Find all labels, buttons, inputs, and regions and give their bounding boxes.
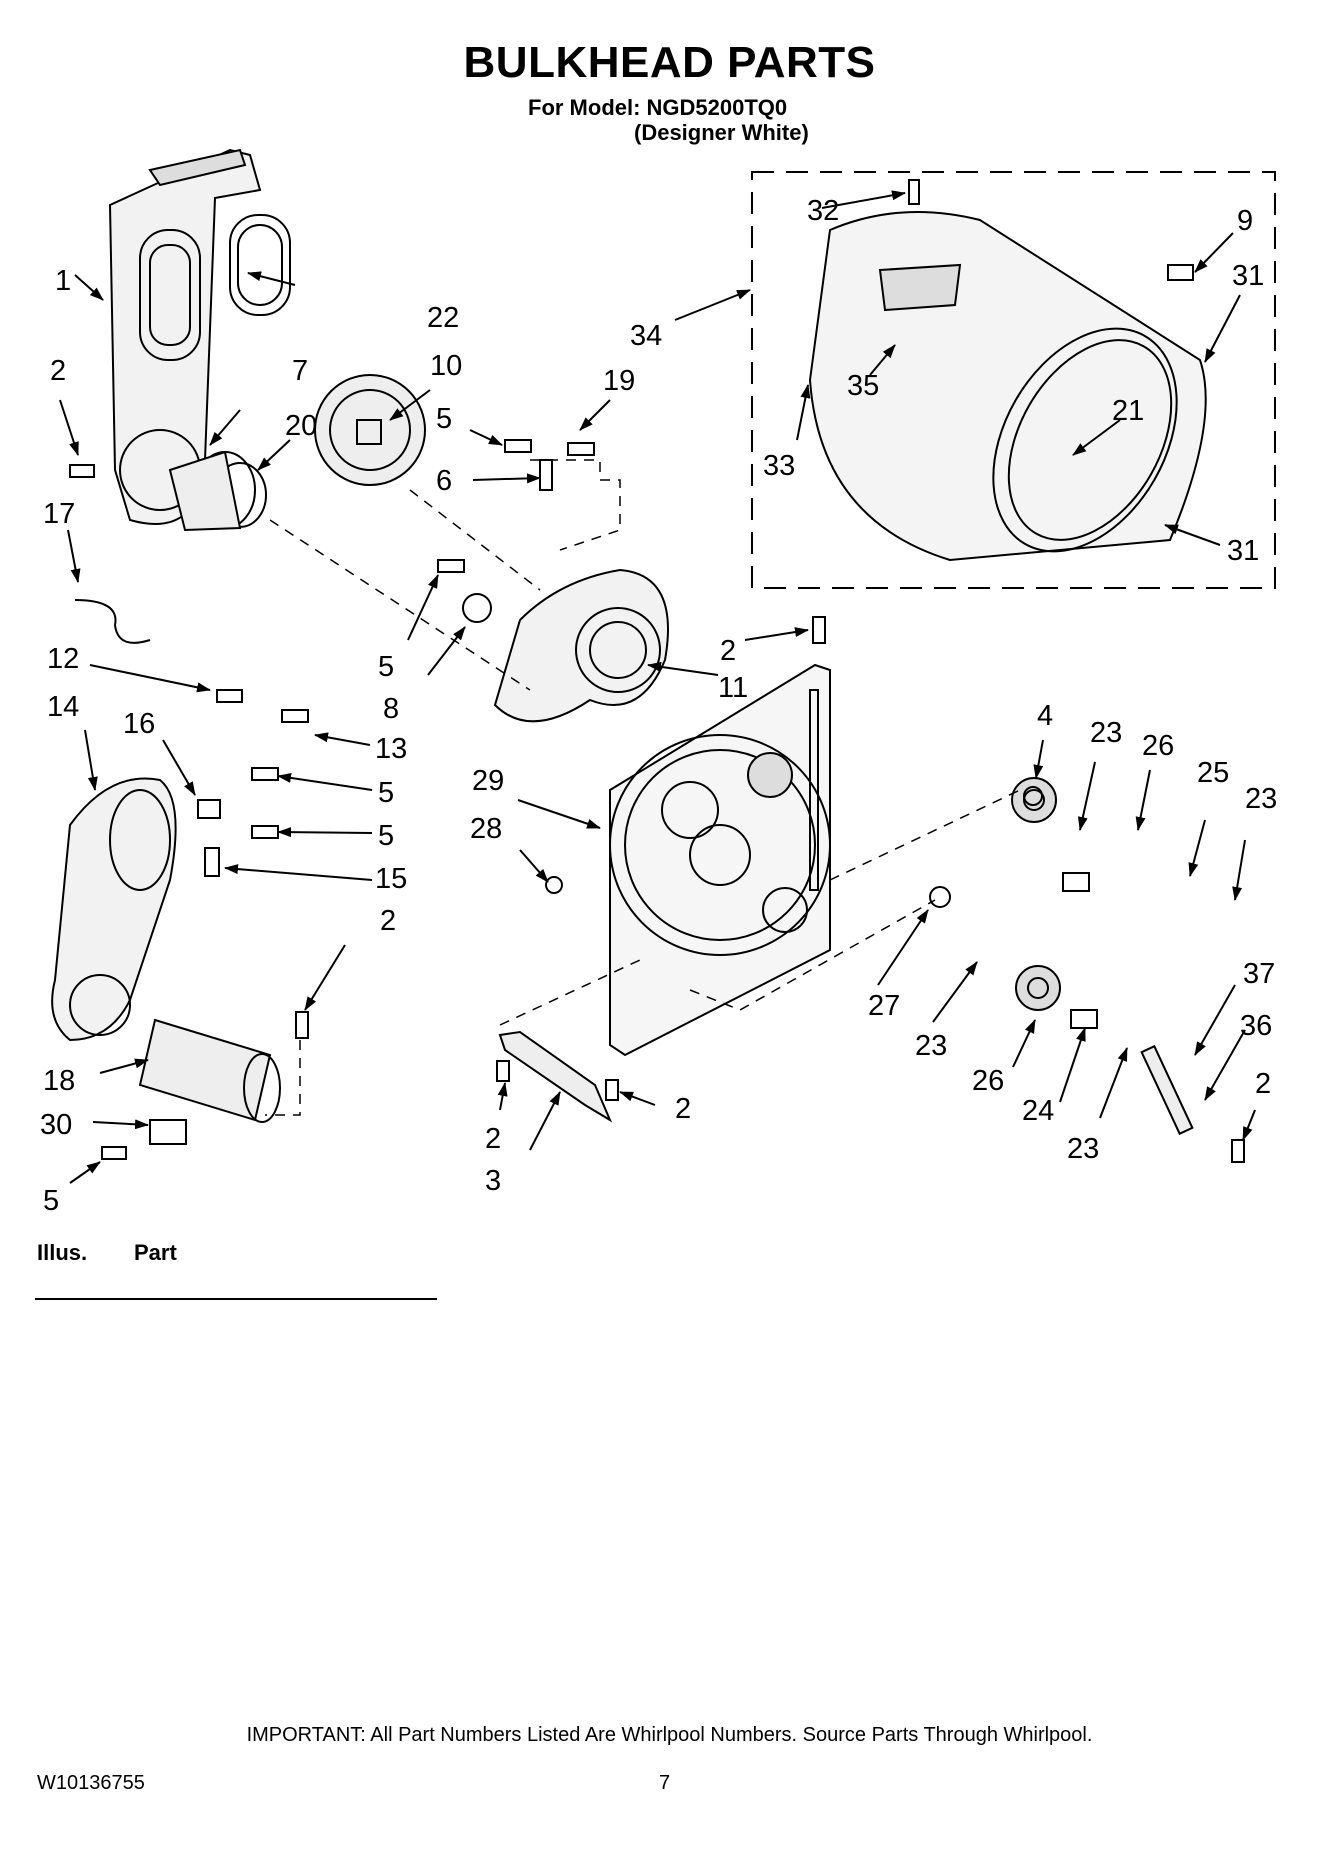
leader-arrows [59,190,1256,1184]
variant-line: (Designer White) [634,120,809,145]
callout-24: 24 [1022,1095,1054,1127]
callout-34: 34 [630,320,662,352]
washer-27-shape [929,886,951,908]
motor-switch-shape [462,593,492,623]
callout-5-a: 5 [436,403,452,435]
idler-arm-shape [1140,1044,1194,1136]
clip-shape [216,689,243,703]
table-divider [35,1298,437,1300]
callout-4: 4 [1037,700,1053,732]
callout-2-e: 2 [675,1093,691,1125]
callout-23-d: 23 [1067,1133,1099,1165]
callout-6: 6 [436,465,452,497]
duct-shape [168,450,267,532]
callout-8: 8 [383,693,399,725]
callout-30: 30 [40,1109,72,1141]
callout-12: 12 [47,643,79,675]
callout-26-b: 26 [972,1065,1004,1097]
bracket-6-shape [539,459,553,491]
page-title: BULKHEAD PARTS [463,38,876,87]
callout-18: 18 [43,1065,75,1097]
column-header-illus: Illus. [37,1240,88,1265]
callout-9: 9 [1237,205,1253,237]
screw-shapes [69,179,1245,1163]
callout-29: 29 [472,765,504,797]
page-number: 7 [659,1772,671,1794]
callout-27: 27 [868,990,900,1022]
document-number: W10136755 [37,1772,145,1794]
drum-shape [808,211,1207,562]
callout-2-b: 2 [720,635,736,667]
callout-31-a: 31 [1232,260,1264,292]
callout-23-b: 23 [1245,783,1277,815]
callout-2-f: 2 [1255,1068,1271,1100]
thermal-fuse-shape [197,799,221,819]
callout-33: 33 [763,450,795,482]
bracket-shape [498,1030,613,1123]
callout-22: 22 [427,302,459,334]
callout-36: 36 [1240,1010,1272,1042]
callout-17: 17 [43,498,75,530]
front-panel-shape [108,148,262,525]
model-line: For Model: NGD5200TQ0 [528,95,788,120]
callout-25: 25 [1197,757,1229,789]
callout-16: 16 [123,708,155,740]
callout-19: 19 [603,365,635,397]
connector-shape [149,1119,187,1145]
callout-2-a: 2 [50,355,66,387]
heater-duct-shape [51,777,177,1042]
callout-5-e: 5 [43,1185,59,1217]
callout-14: 14 [47,691,79,723]
callout-5-d: 5 [378,820,394,852]
callout-10: 10 [430,350,462,382]
callout-3: 3 [485,1165,501,1197]
callout-11: 11 [718,672,748,704]
blower-wheel-shape [314,374,426,486]
drum-roller-lower-shape [1015,965,1098,1029]
callout-13: 13 [375,733,407,765]
callout-23-c: 23 [915,1030,947,1062]
callout-15: 15 [375,863,407,895]
callout-21: 21 [1112,395,1144,427]
washer-4-shape [1023,786,1043,806]
important-notice: IMPORTANT: All Part Numbers Listed Are W… [246,1724,1093,1746]
callout-labels: 1 2 2 2 2 2 2 2 3 4 5 5 5 5 5 5 6 7 8 9 … [40,195,1277,1217]
callout-32: 32 [807,195,839,227]
callout-31-b: 31 [1227,535,1259,567]
callout-28: 28 [470,813,502,845]
callout-2-d: 2 [485,1123,501,1155]
callout-5-c: 5 [378,777,394,809]
column-header-part: Part [134,1240,177,1265]
callout-37: 37 [1243,958,1275,990]
callout-5-b: 5 [378,651,394,683]
thermostat-shape [204,847,220,877]
callout-23-a: 23 [1090,717,1122,749]
callout-1: 1 [55,265,71,297]
callout-7: 7 [292,355,308,387]
callout-26-a: 26 [1142,730,1174,762]
assembly-lines [265,459,1021,1116]
callout-20: 20 [285,410,317,442]
pad-9-shape [1167,264,1194,281]
wire-shape [74,599,151,644]
callout-2-c: 2 [380,905,396,937]
gasket-shape [229,214,291,316]
rear-bulkhead-shape [609,663,831,1057]
blower-housing-shape [493,568,669,723]
callout-35: 35 [847,370,879,402]
drum-assembly-box [751,171,1276,589]
nut-28-shape [545,876,563,894]
burner-tube-shape [138,1018,281,1123]
